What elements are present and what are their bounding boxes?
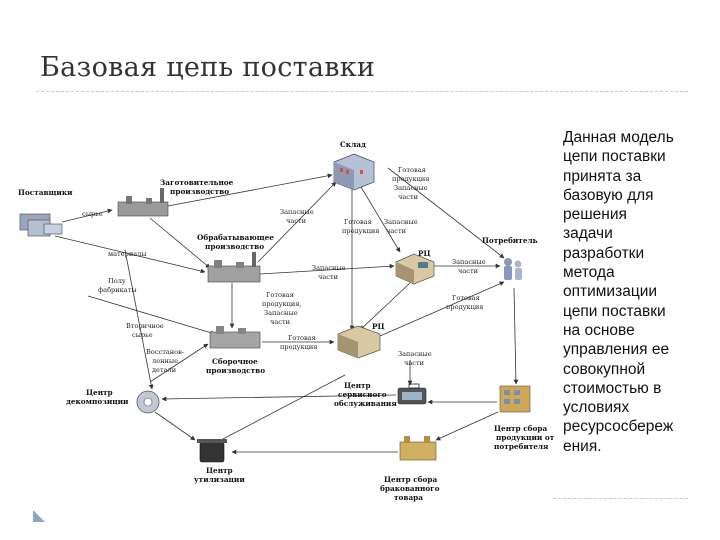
node-label-processing: Обрабатывающее производство: [197, 233, 277, 251]
description-line: на основе: [563, 321, 635, 339]
description-text: Данная модель цепи поставки принята за б…: [563, 128, 703, 456]
node-label-defect-collection: Центр сбора бракованного товара: [380, 475, 442, 502]
dc-lower-building-icon: [337, 325, 381, 359]
edge-collection-defect: [435, 411, 499, 441]
node-label-collection-from-consumers: Центр сбора продукции от потребителя: [494, 424, 557, 451]
edge-service-decomp: [161, 394, 397, 402]
edge-label-finished-spares-2: Запасные части: [384, 218, 420, 235]
service-toolbox-icon: [397, 383, 427, 405]
title-divider: [36, 91, 688, 92]
edge-label-restored-parts: Восстанов- ленные детали: [146, 348, 186, 374]
edge-decomp-disposal: [154, 411, 196, 441]
node-label-procurement: Заготовительное производство: [160, 178, 236, 196]
node-label-decomposition: Центр декомпозиции: [66, 388, 129, 406]
description-line: базовую для: [563, 186, 654, 204]
description-line: принята за: [563, 167, 642, 185]
edge-service-disposal: [201, 374, 346, 451]
description-line: решения: [563, 206, 627, 224]
edge-decomp-assembly: [149, 343, 209, 383]
assembly-factory-icon: [209, 326, 261, 349]
edge-dc-dclower: [359, 282, 411, 331]
decomposition-gear-icon: [136, 390, 160, 414]
warehouse-building-icon: [333, 153, 375, 191]
edge-suppliers-procurement: [61, 208, 113, 223]
description-line: цепи поставки: [563, 302, 666, 320]
node-label-dc-upper: РЦ: [418, 249, 431, 258]
edge-label-spares-to-warehouse: Запасные части: [280, 208, 316, 225]
edge-consumer-collection: [513, 287, 519, 385]
edge-label-materials: материалы: [108, 250, 147, 258]
processing-factory-icon: [207, 252, 261, 283]
description-line: стоимостью в: [563, 379, 662, 397]
defect-collection-factory-icon: [399, 436, 437, 461]
description-line: Данная модель: [563, 129, 674, 146]
edge-processing-warehouse: [257, 181, 337, 263]
description-line: управления ее: [563, 341, 670, 359]
node-label-service: Центр сервисного обслуживания: [334, 381, 397, 408]
edge-label-finished-spares-1: Готовая продукция: [342, 218, 379, 235]
node-label-dc-lower: РЦ: [372, 322, 385, 331]
disposal-bin-icon: [197, 439, 227, 463]
node-label-assembly: Сборочное производство: [206, 357, 265, 375]
node-label-disposal: Центр утилизации: [194, 466, 245, 484]
edge-suppliers-processing: [54, 235, 206, 274]
edge-warehouse-dc: [357, 181, 401, 253]
description-line: условиях: [563, 399, 630, 417]
collection-center-building-icon: [499, 385, 531, 413]
edge-semi-assembly: [87, 295, 216, 336]
suppliers-icon: [19, 213, 63, 237]
description-line: ресурсосбереж: [563, 418, 674, 436]
slide-title: Базовая цепь поставки: [40, 52, 376, 83]
edge-label-spares-mid: Запасные части: [312, 264, 348, 281]
edge-procurement-processing: [149, 217, 211, 269]
node-label-consumer: Потребитель: [482, 236, 538, 245]
node-label-suppliers: Поставщики: [18, 188, 73, 197]
description-line: ения.: [563, 437, 602, 455]
bottom-divider: [553, 498, 688, 499]
consumer-people-icon: [504, 258, 522, 280]
description-line: цепи поставки: [563, 148, 666, 166]
description-line: оптимизации: [563, 283, 658, 301]
edge-label-semi: Полу фабрикаты: [98, 277, 137, 294]
edge-label-finished-assembly-1: Готовая продукция, Запасные части: [262, 291, 304, 326]
edge-label-warehouse-out: Готовая продукция Запасные части: [392, 166, 432, 201]
procurement-factory-icon: [117, 188, 169, 217]
edge-processing-dc: [259, 263, 395, 275]
edge-label-raw: сырье: [82, 210, 103, 218]
node-label-warehouse: Склад: [340, 140, 366, 149]
corner-triangle-icon: [33, 510, 45, 522]
edge-label-to-consumer-2: Готовая продукция: [446, 294, 483, 311]
diagram-edges: [54, 167, 519, 455]
description-line: задачи: [563, 225, 613, 243]
edge-procurement-warehouse: [167, 173, 333, 207]
edge-label-to-service: Запасные части: [398, 350, 434, 367]
dc-upper-building-icon: [395, 253, 435, 285]
description-line: метода: [563, 264, 615, 282]
edge-label-finished-assembly-2: Готовая продукция: [280, 334, 318, 351]
edge-label-secondary-raw: Вторичное сырье: [126, 322, 166, 339]
edge-dclower-consumer: [379, 281, 505, 337]
edge-label-to-consumer-1: Запасные части: [452, 258, 488, 275]
edge-warehouse-consumer: [387, 167, 505, 259]
description-line: разработки: [563, 244, 645, 262]
description-line: совокупной: [563, 360, 646, 378]
edge-decomp-processing: [124, 249, 154, 390]
